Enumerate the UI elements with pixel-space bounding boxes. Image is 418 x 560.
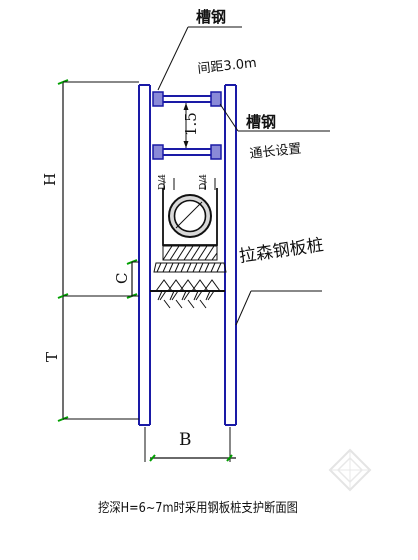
strut-spacing-dimension: 1.5 xyxy=(182,103,200,148)
sheet-pile-label: 拉森钢板桩 xyxy=(238,235,325,267)
watermark xyxy=(328,448,372,492)
strut-upper-right-connector xyxy=(210,91,222,107)
channel-steel-callout-side: 槽钢 通长设置 xyxy=(219,103,330,162)
sheet-pile-callout: 拉森钢板桩 xyxy=(235,235,325,326)
channel-steel-callout-top: 槽钢 间距3.0m xyxy=(157,8,258,91)
pipe-base-hatching xyxy=(153,245,227,273)
strut-lower-right-connector xyxy=(210,144,222,160)
strut-lower xyxy=(152,144,222,160)
strut-upper-left-connector xyxy=(152,91,164,107)
right-sheet-pile xyxy=(224,84,237,426)
strut-lower-left-connector xyxy=(152,144,164,160)
soil-hatching xyxy=(155,279,221,309)
sheet-piles xyxy=(138,84,237,426)
extend-full-length-label: 通长设置 xyxy=(249,142,302,162)
pipe-cradle xyxy=(162,188,218,246)
pipe-inner xyxy=(173,199,207,233)
cover-c-label: C xyxy=(113,273,131,284)
pipe-assembly: D/4 D/4 xyxy=(150,174,227,309)
channel-steel-label-side: 槽钢 xyxy=(246,113,276,131)
strut-spacing-label: 1.5 xyxy=(182,112,200,136)
embedment-t-label: T xyxy=(43,352,61,362)
drawing-caption: 挖深H=6~7m时采用钢板桩支护断面图 xyxy=(98,501,298,516)
spacing-label: 间距3.0m xyxy=(197,56,258,77)
strut-upper xyxy=(152,91,222,107)
vertical-dimension: H C T xyxy=(41,79,139,422)
width-b-label: B xyxy=(179,430,192,450)
depth-h-label: H xyxy=(41,173,59,186)
channel-steel-label-top: 槽钢 xyxy=(196,8,226,26)
pipe-right-clearance-label: D/4 xyxy=(199,174,209,190)
left-sheet-pile xyxy=(138,84,151,426)
horizontal-dimension: B xyxy=(144,427,236,462)
pipe-left-clearance-label: D/4 xyxy=(158,174,168,190)
